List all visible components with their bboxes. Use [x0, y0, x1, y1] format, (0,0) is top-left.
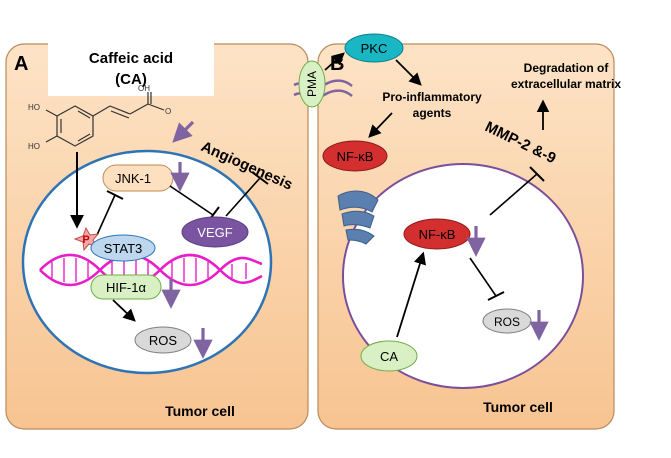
degradation-line1: Degradation of — [524, 61, 610, 75]
panel-a-letter: A — [14, 53, 28, 75]
pkc-label: PKC — [361, 41, 388, 56]
panel-a-cell-label: Tumor cell — [165, 403, 235, 419]
phospho-label: P — [82, 234, 89, 246]
nfkb-inhibits-mmp — [489, 173, 538, 216]
ca-to-nfkb-arrow — [396, 251, 426, 338]
stat3-label: STAT3 — [104, 241, 143, 256]
angiogenesis-down-arrow — [172, 120, 195, 143]
pkc-node — [344, 33, 404, 63]
molecule-ho-top: HO — [28, 103, 40, 112]
caffeic-acid-structure — [45, 92, 165, 147]
proinflammatory-to-nfkb-arrow — [368, 112, 393, 138]
hif1a-label: HIF-1α — [106, 280, 147, 295]
ros-node-a — [134, 326, 192, 354]
panel-b: B PMA PKC Pro-inflammatory agents NF-κB … — [293, 33, 621, 430]
hif1a-to-ros-arrow — [112, 299, 136, 322]
molecule-ho-bottom: HO — [28, 142, 40, 151]
membrane-receptor-protein — [337, 190, 379, 245]
panel-a-nucleus — [21, 149, 273, 375]
stat3-inhibits-jnk1 — [96, 194, 116, 236]
ros-label-a: ROS — [149, 333, 178, 348]
jnk1-label: JNK-1 — [115, 171, 151, 186]
ros-node-b — [482, 308, 532, 334]
ca-label: CA — [380, 349, 398, 364]
pro-inflammatory-line1: Pro-inflammatory — [382, 90, 482, 104]
nfkb-inhibits-ros — [469, 257, 497, 297]
panel-a: A Caffeic acid (CA) HO HO OH O — [5, 40, 309, 430]
vegf-inhibits-angiogenesis — [225, 177, 261, 217]
nfkb-inhibits-mmp-bar — [529, 166, 545, 182]
degradation-line2: extracellular matrix — [511, 77, 621, 91]
nfkb-inhibits-ros-bar — [487, 291, 505, 301]
caffeic-acid-title-box — [48, 40, 214, 96]
pma-to-pkc-arrow — [324, 52, 345, 71]
pma-label: PMA — [305, 71, 319, 97]
jnk1-inhibits-vegf — [169, 185, 214, 216]
ca-node — [360, 340, 418, 372]
caffeic-acid-title-line2: (CA) — [115, 71, 147, 88]
nfkb-label-inner: NF-κB — [419, 227, 456, 242]
vegf-inhibits-angiogenesis-bar — [251, 171, 269, 185]
pma-node — [298, 60, 326, 108]
panel-b-cell-label: Tumor cell — [483, 399, 553, 415]
panel-b-nucleus — [342, 163, 584, 389]
pkc-to-proinflammatory-arrow — [395, 59, 422, 86]
caffeic-acid-title-line1: Caffeic acid — [89, 50, 173, 67]
nfkb-label-outer: NF-κB — [337, 149, 374, 164]
vegf-node — [181, 216, 249, 248]
nfkb-node-inner — [403, 218, 471, 250]
hif1a-node — [90, 274, 162, 300]
dna-helix — [39, 253, 263, 287]
molecule-o-acid: O — [165, 107, 171, 116]
nfkb-node-outer — [322, 140, 388, 172]
molecule-oh-acid: OH — [138, 84, 150, 93]
ros-label-b: ROS — [494, 315, 520, 329]
vegf-label: VEGF — [197, 225, 232, 240]
stat3-inhibits-jnk1-bar — [106, 190, 124, 200]
stat3-node — [90, 234, 156, 262]
pro-inflammatory-line2: agents — [413, 106, 452, 120]
